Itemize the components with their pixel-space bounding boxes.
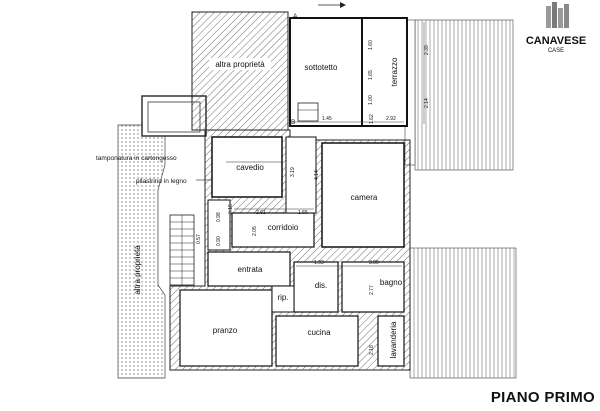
dim-3-00: 3.00 (369, 260, 379, 266)
label-cavedio: cavedio (236, 163, 264, 172)
dim-4-14: 4.14 (314, 170, 320, 180)
label-dis: dis. (315, 281, 327, 290)
label-altra-proprieta-top: altra proprietà (215, 60, 265, 69)
section-arrow (318, 2, 346, 8)
entrata-room (207, 251, 291, 287)
label-bagno: bagno (380, 278, 403, 287)
dim-0-90: 0.90 (216, 236, 222, 246)
dim-1-60: 1.60 (368, 40, 374, 50)
dim-1-62: 1.62 (369, 114, 375, 124)
camera-room (321, 142, 405, 248)
logo: CANAVESE CASE (526, 2, 586, 54)
altra-proprieta-hatched (191, 11, 289, 131)
note-pilastrino: pilastrino in legno (136, 178, 187, 185)
stair-upper (297, 102, 319, 122)
stair-landing (207, 199, 231, 251)
note-tamponatura: tamponatura in cartongesso (96, 155, 177, 162)
dim-1-65b: 1.65 (298, 210, 308, 216)
dim-3-19: 3.19 (290, 167, 296, 177)
label-entrata: entrata (238, 265, 263, 274)
dim-2-14: 2.14 (424, 98, 430, 108)
label-camera: camera (351, 193, 378, 202)
rip-room (271, 285, 295, 313)
staircase (169, 214, 195, 286)
dim-1-00: 1.00 (368, 95, 374, 105)
roof-tiles-lower-right (409, 247, 517, 379)
label-sottotetto: sottotetto (305, 63, 338, 72)
dim-2-77: 2.77 (369, 285, 375, 295)
dim-2-92: 2.92 (386, 116, 396, 122)
dim-1-93: 1.93 (314, 260, 324, 266)
dim-1-65: 1.65 (368, 70, 374, 80)
label-lavanderia: lavanderia (389, 321, 398, 358)
cucina-room (275, 315, 359, 367)
label-cucina: cucina (307, 328, 331, 337)
dim-0-98: 0.98 (216, 212, 222, 222)
roof-tiles-upper-right (414, 19, 514, 171)
dim-0-57: 0.57 (196, 234, 202, 244)
plan-title: PIANO PRIMO (491, 389, 595, 406)
bagno-room (341, 261, 405, 313)
marker-b: B (291, 119, 295, 126)
cavedio-room (211, 136, 283, 198)
pranzo-room (179, 289, 273, 367)
corridoio-room (231, 212, 315, 248)
dim-1-45: 1.45 (322, 116, 332, 122)
label-terrazzo: terrazzo (390, 57, 399, 86)
marker-a: A (293, 13, 298, 20)
logo-mark-icon (546, 2, 569, 28)
logo-name: CANAVESE (526, 35, 586, 47)
dim-2-18: 2.18 (369, 345, 375, 355)
dim-0-15: 0.15 (228, 204, 234, 214)
label-pranzo: pranzo (213, 326, 238, 335)
dim-2-61: 2.61 (256, 210, 266, 216)
corridoio-link (285, 136, 317, 214)
terrazzo-area (361, 17, 408, 127)
altra-proprieta-label-bg (209, 58, 271, 70)
logo-sub: CASE (548, 48, 564, 54)
label-rip: rip. (277, 293, 288, 302)
label-corridoio: corridoio (268, 223, 299, 232)
dim-2-39: 2.39 (424, 45, 430, 55)
label-altra-proprieta-left: altra proprietà (133, 245, 142, 295)
lavanderia-room (377, 315, 405, 367)
dim-2-05: 2.05 (252, 226, 258, 236)
